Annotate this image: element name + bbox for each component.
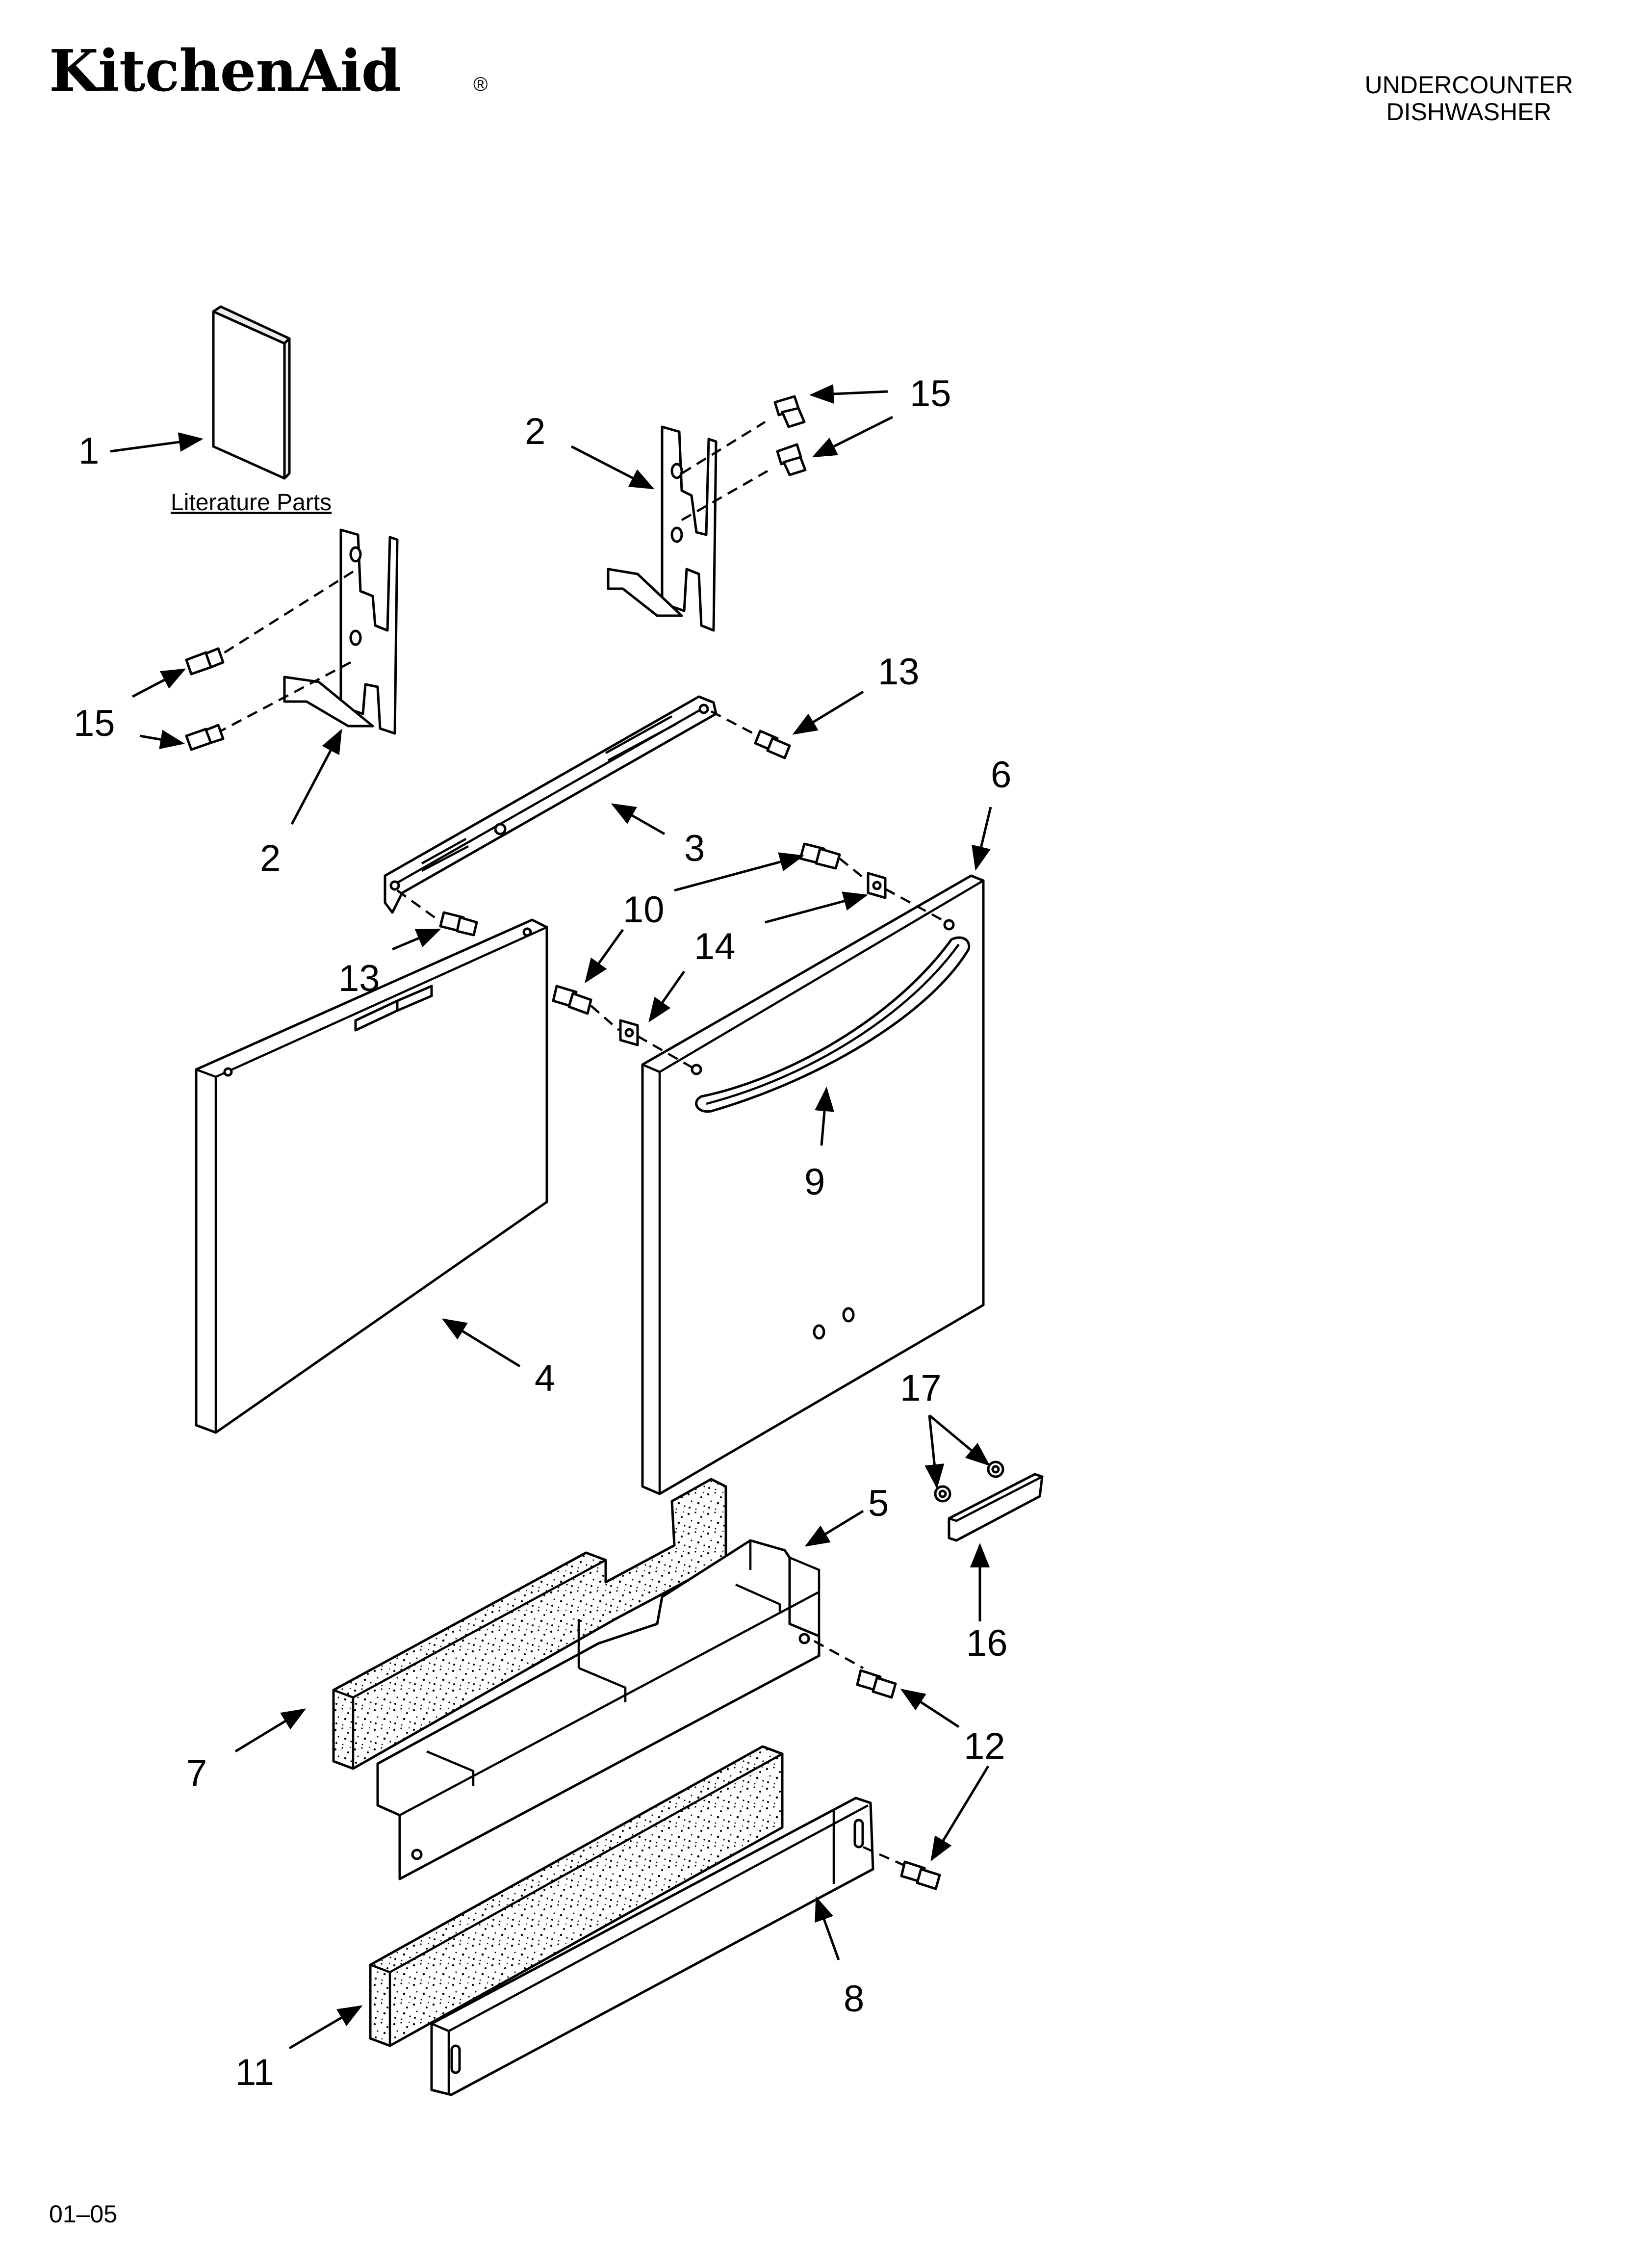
- screw-15-lower: [776, 443, 807, 476]
- insulation-strip-lower: [369, 1745, 784, 2047]
- callout-5: 5: [868, 1483, 889, 1524]
- washer-14-top: [867, 872, 887, 899]
- callout-7: 7: [186, 1752, 207, 1794]
- callout-4: 4: [535, 1357, 555, 1399]
- screw-13-right: [754, 730, 791, 759]
- callout-15-top: 15: [910, 373, 951, 415]
- screw-15-left-top: [185, 647, 225, 676]
- screw-10-bottom: [552, 985, 592, 1015]
- callout-8: 8: [844, 1978, 864, 2020]
- footer-code: 01–05: [49, 2200, 117, 2228]
- screw-15-left-bottom: [185, 724, 225, 751]
- product-title-line2: DISHWASHER: [1386, 98, 1551, 126]
- door-mounting-rail: [384, 695, 718, 914]
- screw-12-lower: [900, 1860, 941, 1890]
- callout-16: 16: [966, 1622, 1008, 1664]
- product-title-line1: UNDERCOUNTER: [1365, 71, 1573, 99]
- literature-part: [212, 305, 291, 480]
- callout-15-left: 15: [74, 703, 115, 744]
- kickplate: [430, 1797, 874, 2096]
- brand-logo: KitchenAid: [49, 38, 401, 104]
- callout-11: 11: [235, 2052, 274, 2093]
- nut-17-left: [934, 1485, 951, 1503]
- callout-12: 12: [964, 1725, 1005, 1767]
- callout-17: 17: [900, 1367, 942, 1409]
- registered-mark: ®: [473, 74, 487, 95]
- callout-3: 3: [684, 828, 705, 869]
- callout-2-left: 2: [260, 837, 281, 879]
- door-panel-plain: [195, 918, 548, 1434]
- callout-14: 14: [694, 926, 736, 967]
- insulation-strip-upper: [332, 1478, 727, 1770]
- screw-15-top: [773, 395, 806, 428]
- nut-17-right: [987, 1460, 1004, 1478]
- screw-12-upper: [856, 1669, 897, 1699]
- callout-6: 6: [991, 754, 1011, 796]
- trim-piece-16: [948, 1473, 1044, 1542]
- callout-13-right: 13: [878, 651, 920, 693]
- callout-10: 10: [623, 889, 665, 931]
- door-handle: [695, 936, 971, 1113]
- screw-10-top: [799, 842, 841, 870]
- callout-2-top: 2: [525, 411, 545, 452]
- literature-parts-label: Literature Parts: [171, 490, 332, 516]
- side-bracket-right: [607, 425, 718, 632]
- callout-1: 1: [78, 430, 99, 472]
- callout-13-left: 13: [338, 958, 380, 999]
- door-panel-front: [641, 874, 985, 1495]
- washer-14-bottom: [619, 1019, 639, 1046]
- toe-panel-bracket: [376, 1539, 821, 1880]
- callout-9: 9: [804, 1161, 825, 1203]
- side-bracket-left: [283, 528, 399, 735]
- screw-13-left: [439, 911, 478, 937]
